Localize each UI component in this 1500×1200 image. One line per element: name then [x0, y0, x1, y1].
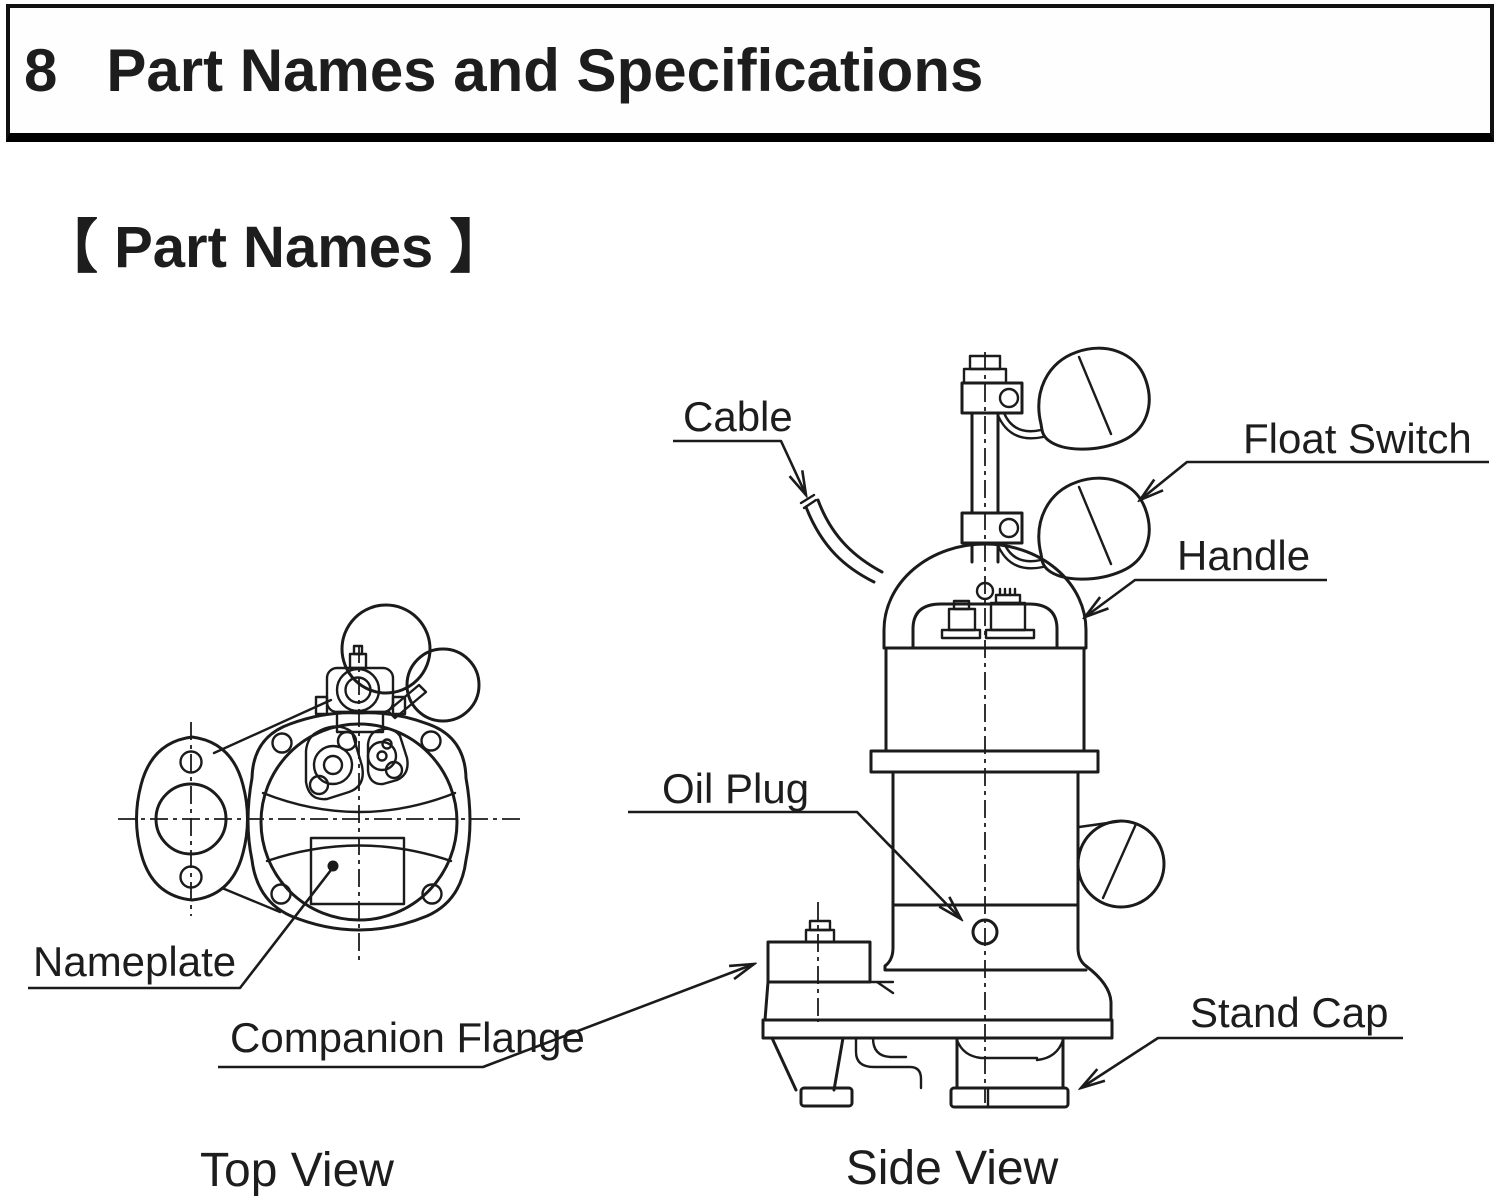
float-top-view-1 [340, 603, 432, 695]
label-stand-cap: Stand Cap [1190, 989, 1388, 1036]
section-heading: 【 Part Names 】 [40, 215, 508, 280]
stand-cap-pad [949, 1086, 1070, 1109]
bracket-wing-line-upper [212, 698, 333, 755]
bolt-hole [270, 883, 292, 905]
oil-plug-drawing [971, 918, 999, 946]
terminal-bolts [940, 587, 1036, 640]
leader-float-switch [1140, 460, 1489, 500]
label-cable: Cable [683, 393, 793, 440]
side-view-drawing [761, 346, 1166, 1109]
motor-dome [882, 542, 1088, 650]
chapter-number: 8 [24, 37, 59, 104]
bolt-hole [420, 730, 442, 752]
dome-eyelet [975, 581, 995, 601]
float-switch-side [1076, 819, 1166, 909]
companion-flange-top [135, 735, 249, 902]
bracket-wing-line-lower [220, 886, 282, 914]
caption-top-view: Top View [200, 1144, 394, 1197]
float-hanger-upper [995, 411, 1045, 440]
leader-nameplate [28, 869, 333, 990]
caption-side-view: Side View [846, 1142, 1059, 1195]
annotations: Cable Float Switch Handle Oil Plug Namep… [28, 393, 1489, 1197]
float-switch-lower [1037, 476, 1151, 581]
handle-cutout [911, 602, 1059, 650]
label-handle: Handle [1177, 532, 1310, 579]
volute-right-bulge [1084, 964, 1113, 1022]
casing-flange-ring [869, 749, 1100, 774]
label-companion-flange: Companion Flange [230, 1014, 585, 1061]
label-float-switch: Float Switch [1243, 415, 1472, 462]
nameplate-point [327, 860, 339, 872]
leader-handle [1085, 578, 1327, 617]
leader-stand-cap [1081, 1036, 1403, 1088]
leader-oil-plug [628, 810, 961, 919]
chapter-header: 8 Part Names and Specifications [6, 4, 1494, 142]
base-plate [761, 1018, 1114, 1040]
leader-cable [673, 439, 806, 495]
stand-legs [770, 1036, 1070, 1109]
float-rod-assembly [960, 354, 1024, 564]
leader-companion-flange [218, 964, 754, 1069]
seal-plate-details [304, 725, 409, 801]
top-view-drawing [118, 603, 520, 965]
pump-casing [891, 770, 1080, 907]
label-nameplate: Nameplate [33, 938, 236, 985]
bolt-hole [271, 732, 293, 754]
cable-drawing [799, 493, 884, 584]
label-oil-plug: Oil Plug [662, 765, 809, 812]
bolt-hole [421, 883, 443, 905]
casing-circle [259, 722, 459, 922]
float-top-view-2 [405, 647, 481, 723]
chapter-title: Part Names and Specifications [106, 37, 984, 104]
companion-flange-side [763, 919, 895, 1022]
volute-band-upper [261, 791, 457, 814]
float-switch-upper [1037, 346, 1151, 451]
nameplate-plate [309, 836, 406, 906]
volute-band-lower [265, 844, 453, 863]
